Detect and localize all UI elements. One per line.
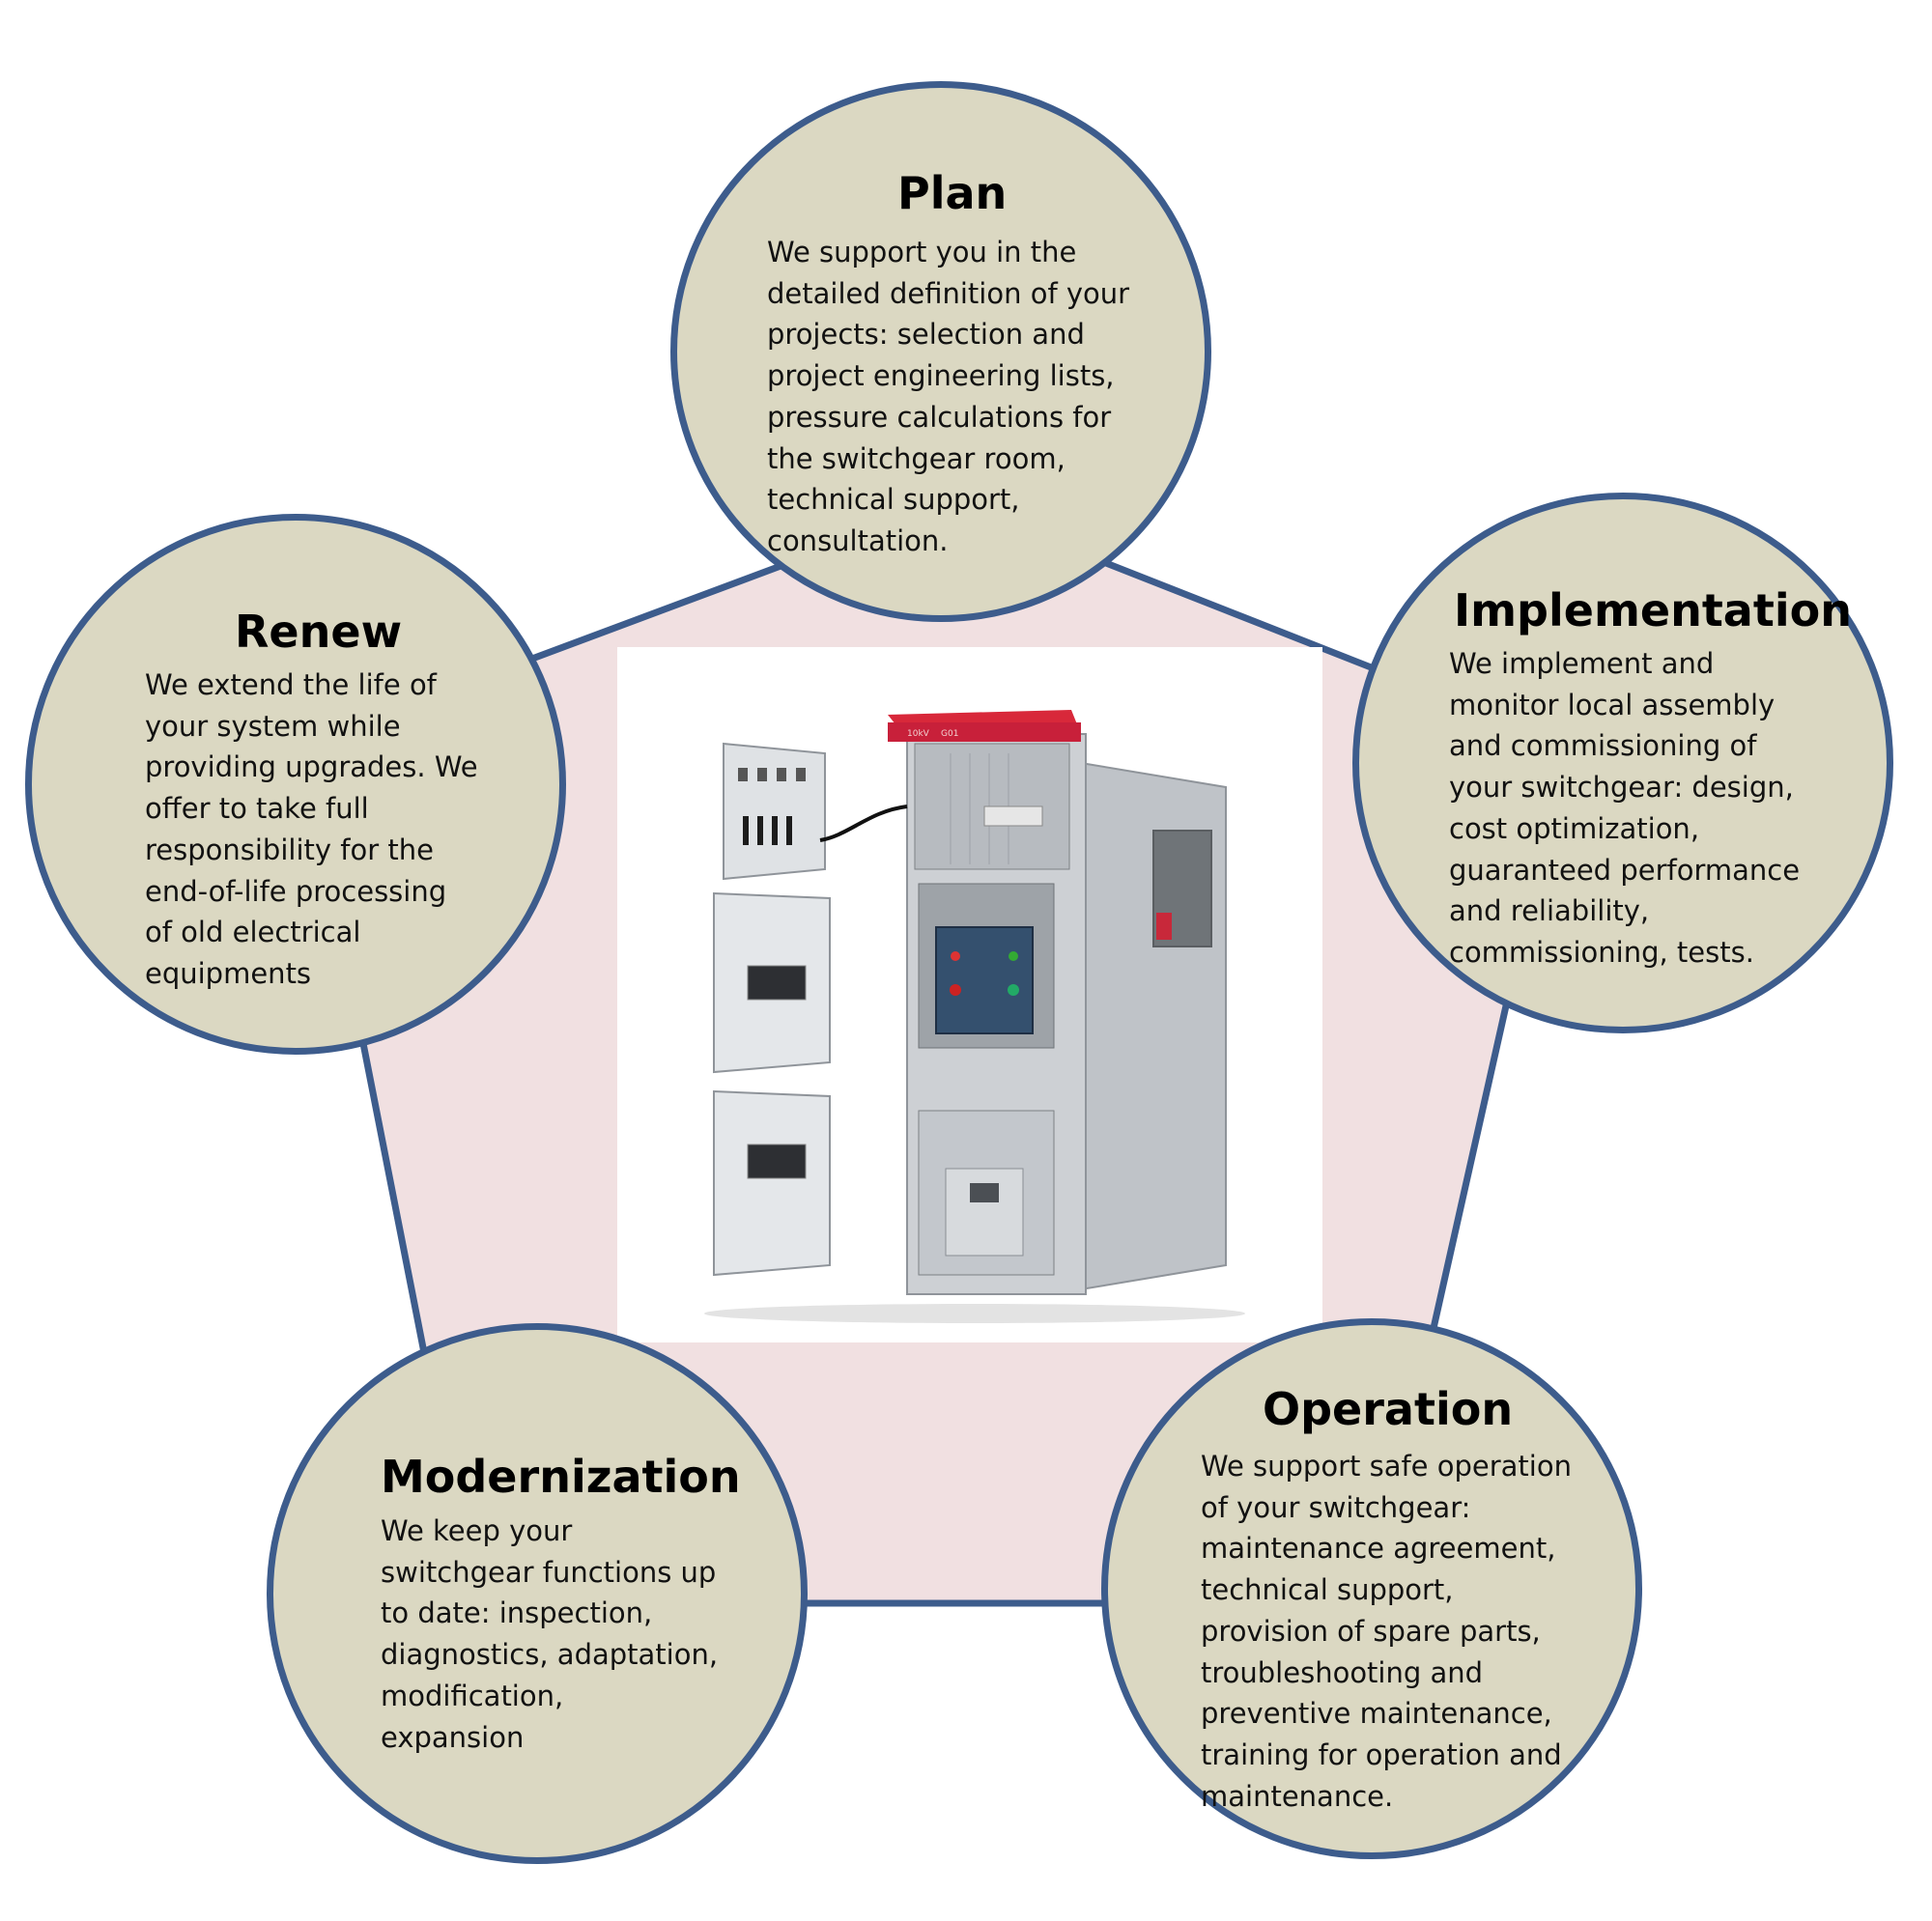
stage-renew-line: offer to take full: [145, 792, 369, 826]
stage-operation-line: of your switchgear:: [1201, 1490, 1471, 1524]
stage-operation-line: We support safe operation: [1201, 1450, 1572, 1483]
stage-implementation-title: Implementation: [1454, 584, 1852, 636]
stage-renew-line: end-of-life processing: [145, 874, 447, 908]
stage-implementation-line: monitor local assembly: [1449, 688, 1776, 721]
stage-renew-line: We extend the life of: [145, 668, 437, 701]
stage-modernization-title: Modernization: [381, 1451, 741, 1503]
stage-renew-title: Renew: [235, 606, 403, 658]
stage-plan-title: Plan: [897, 167, 1008, 219]
stage-plan-line: consultation.: [767, 523, 949, 557]
stage-plan-line: detailed definition of your: [767, 276, 1130, 310]
stage-modernization-line: switchgear functions up: [381, 1555, 717, 1589]
stage-implementation-line: We implement and: [1449, 647, 1715, 680]
stage-operation-line: preventive maintenance,: [1201, 1697, 1552, 1731]
stage-implementation-line: and commissioning of: [1449, 729, 1757, 763]
stage-renew-line: providing upgrades. We: [145, 750, 478, 784]
stage-implementation: Implementation We implement and monitor …: [1352, 493, 1893, 1033]
stage-operation-line: troubleshooting and: [1201, 1655, 1484, 1689]
stage-implementation-line: and reliability,: [1449, 894, 1650, 928]
stage-implementation-description: We implement and monitor local assembly …: [1449, 643, 1800, 974]
stage-modernization-line: We keep your: [381, 1514, 573, 1547]
stage-plan-line: projects: selection and: [767, 318, 1085, 352]
stage-renew-line: your system while: [145, 709, 401, 743]
stage-modernization-line: diagnostics, adaptation,: [381, 1638, 719, 1672]
stage-modernization-description: We keep your switchgear functions up to …: [381, 1511, 718, 1758]
stage-modernization-line: expansion: [381, 1720, 525, 1754]
stage-implementation-line: guaranteed performance: [1449, 853, 1801, 887]
switchgear-cabinet-icon: 10kV G01: [704, 710, 1245, 1323]
stage-modernization-line: modification,: [381, 1679, 564, 1712]
stage-operation-line: training for operation and: [1201, 1737, 1562, 1771]
stage-modernization: Modernization We keep your switchgear fu…: [267, 1323, 808, 1864]
stage-renew-line: responsibility for the: [145, 833, 434, 866]
stage-plan-line: We support you in the: [767, 236, 1077, 268]
stage-operation-description: We support safe operation of your switch…: [1201, 1446, 1572, 1817]
stage-plan-line: pressure calculations for: [767, 400, 1112, 434]
stage-renew-line: of old electrical: [145, 916, 361, 949]
stage-implementation-line: your switchgear: design,: [1449, 771, 1794, 805]
stage-operation-line: maintenance.: [1201, 1779, 1394, 1813]
stage-renew-description: We extend the life of your system while …: [145, 664, 478, 995]
stage-modernization-line: to date: inspection,: [381, 1596, 653, 1630]
stage-operation-line: maintenance agreement,: [1201, 1532, 1556, 1566]
stage-plan-line: the switchgear room,: [767, 441, 1065, 475]
stage-plan-line: project engineering lists,: [767, 359, 1115, 393]
stage-operation-line: provision of spare parts,: [1201, 1614, 1541, 1648]
stage-renew: Renew We extend the life of your system …: [25, 514, 566, 1055]
stage-plan-description: We support you in the detailed definitio…: [767, 232, 1129, 562]
stage-implementation-line: cost optimization,: [1449, 811, 1700, 845]
stage-operation-line: technical support,: [1201, 1573, 1454, 1607]
stage-implementation-line: commissioning, tests.: [1449, 935, 1754, 969]
stage-operation-title: Operation: [1263, 1383, 1514, 1435]
stage-plan-line: technical support,: [767, 483, 1020, 517]
svg-text:G01: G01: [941, 729, 958, 739]
stage-renew-line: equipments: [145, 956, 312, 990]
stage-operation: Operation We support safe operation of y…: [1101, 1318, 1642, 1859]
stage-plan: Plan We support you in the detailed defi…: [670, 81, 1211, 622]
svg-text:10kV: 10kV: [907, 729, 930, 739]
switchgear-photo: 10kV G01: [617, 647, 1322, 1342]
